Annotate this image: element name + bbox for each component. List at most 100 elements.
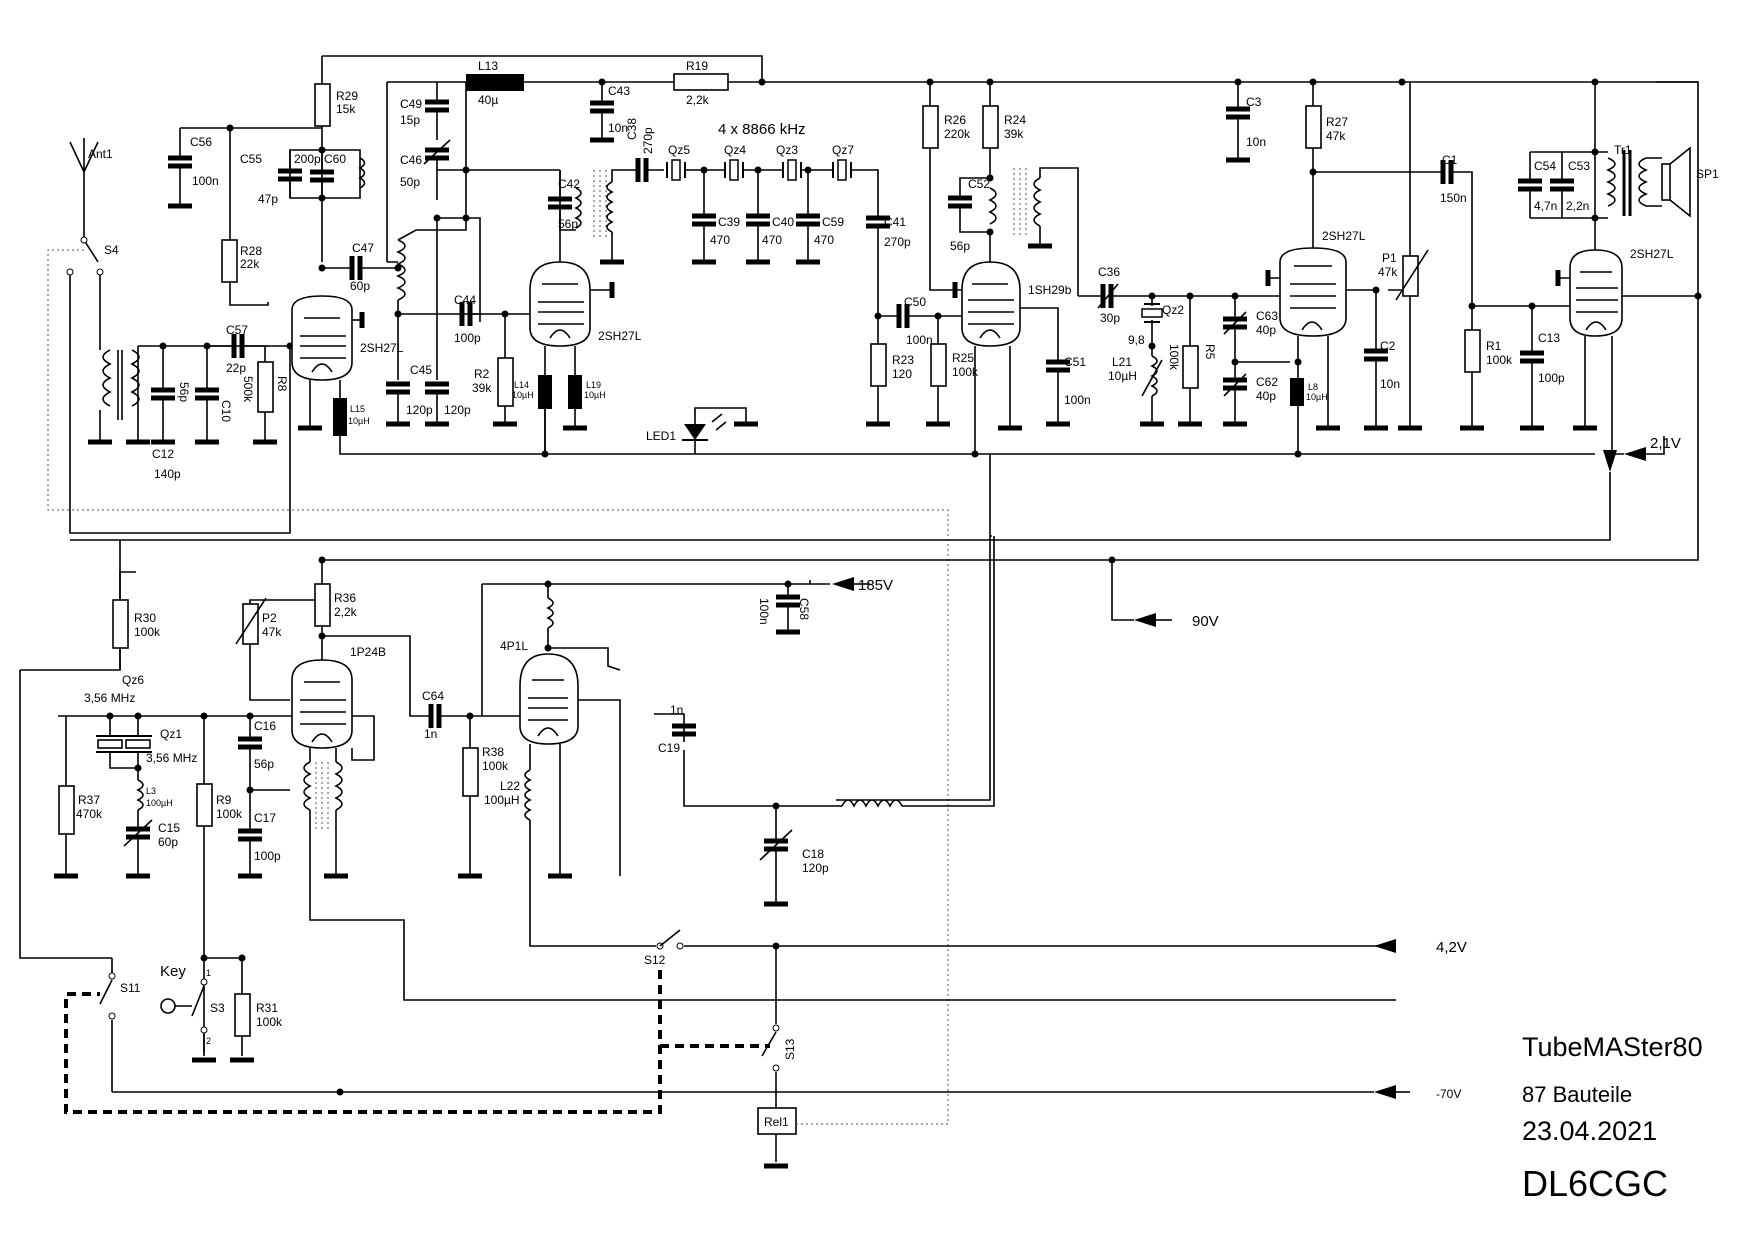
label-c63-value: 40p [1256,323,1276,337]
label-r5-value: 100k [1167,344,1181,371]
label-pin2: 2 [206,1036,211,1046]
label-sp1: SP1 [1696,167,1719,181]
label-c41: C41 [884,215,906,229]
tube-v6 [291,659,353,749]
label-p1-value: 47k [1378,265,1398,279]
label-c62-value: 40p [1256,389,1276,403]
label-c17: C17 [254,811,276,825]
label-c49-value: 15p [400,113,420,127]
label-tube-v4: 2SH27L [1322,229,1366,243]
label-c38-value: 270p [641,127,655,154]
label-c45: C45 [410,363,432,377]
resistor-r36 [314,583,331,627]
label-p2: P2 [262,611,277,625]
label-c41-value: 270p [884,235,911,249]
label-c12: C12 [152,447,174,461]
label-c12-value: 140p [154,467,181,481]
label-r8: R8 [275,376,289,392]
label-r27: R27 [1326,115,1348,129]
resistor-r37 [58,785,75,835]
label-crystal-filter: 4 x 8866 kHz [718,121,806,138]
label-l19-value: 10µH [584,390,606,400]
label-p2-value: 47k [262,625,282,639]
label-c64-value: 1n [424,727,437,741]
label-r9-value: 100k [216,807,243,821]
label-r28-value: 22k [240,257,260,271]
label-c13: C13 [1538,331,1560,345]
inductor-l8 [1290,378,1304,406]
label-tube-v7: 4P1L [500,639,528,653]
tube-v3 [961,261,1021,347]
label-r36-value: 2,2k [334,605,358,619]
label-l21: L21 [1112,355,1132,369]
label-c43-value: 10n [608,121,628,135]
label-c10: C10 [219,400,233,422]
label-r19-value: 2,2k [686,93,710,107]
label-c50-value: 100n [906,333,933,347]
label-supply-185v: 185V [858,577,893,594]
label-qz2: Qz2 [1162,303,1184,317]
label-l3: L3 [146,786,156,796]
label-c3: C3 [1246,95,1262,109]
label-c59-value: 470 [814,233,834,247]
label-r37: R37 [78,793,100,807]
title-name: TubeMASter80 [1522,1032,1703,1062]
inductor-l15 [333,398,347,436]
label-tube-v1: 2SH27L [360,341,404,355]
label-c62: C62 [1256,375,1278,389]
inductor-l19 [568,375,582,409]
label-l21-value: 10µH [1108,369,1137,383]
label-s12: S12 [644,953,666,967]
label-c44: C44 [454,293,476,307]
label-c45b-value: 120p [444,403,471,417]
resistor-r29 [314,83,331,127]
label-r19: R19 [686,59,708,73]
label-r26-value: 220k [944,127,971,141]
label-tr1: Tr1 [1614,143,1632,157]
label-r1-value: 100k [1486,353,1513,367]
label-s13: S13 [783,1038,797,1060]
label-s11: S11 [120,981,141,995]
label-l13: L13 [478,59,498,73]
speaker-icon [1661,146,1691,218]
relay-rel1 [757,1107,797,1135]
label-qz3: Qz3 [776,143,798,157]
label-c47: C47 [352,241,374,255]
label-c57: C57 [226,323,248,337]
label-r2: R2 [474,367,490,381]
label-c42-value: 56p [558,217,578,231]
label-c16: C16 [254,719,276,733]
label-r5: R5 [1203,344,1217,360]
label-r1: R1 [1486,339,1502,353]
label-c43: C43 [608,84,630,98]
label-c13-value: 100p [1538,371,1565,385]
label-r29-value: 15k [336,102,356,116]
label-c45-value: 120p [406,403,433,417]
label-c19: C19 [658,741,680,755]
label-led1: LED1 [646,429,676,443]
resistor-r19 [673,73,729,91]
label-l22: L22 [500,779,520,793]
label-c47-value: 60p [350,279,370,293]
label-qz7: Qz7 [832,143,854,157]
label-qz6-value: 3,56 MHz [84,691,135,705]
label-r23-value: 120 [892,367,912,381]
label-c50: C50 [904,295,926,309]
label-qz6: Qz6 [122,673,144,687]
title-call: DL6CGC [1522,1163,1668,1204]
label-c60: C60 [324,152,346,166]
label-c36-value: 30p [1100,311,1120,325]
label-c40: C40 [772,215,794,229]
label-rel1: Rel1 [764,1115,789,1129]
label-c51-value: 100n [1064,393,1091,407]
label-c56: C56 [190,135,212,149]
label-supply-2v1: 2,1V [1650,435,1681,452]
resistor-r28 [221,239,238,283]
label-c44-value: 100p [454,331,481,345]
tube-v4 [1279,247,1347,337]
label-r30: R30 [134,611,156,625]
label-r24: R24 [1004,113,1026,127]
